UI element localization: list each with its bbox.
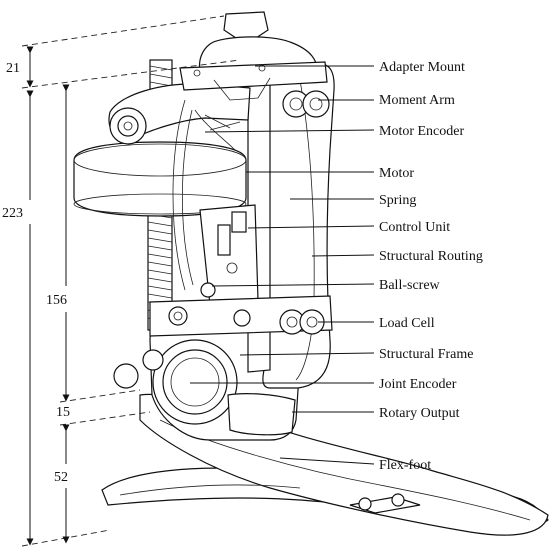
load-cell-shape bbox=[149, 282, 333, 337]
label-motor: Motor bbox=[379, 166, 414, 181]
dim-label-21: 21 bbox=[6, 61, 20, 76]
label-spring: Spring bbox=[379, 193, 416, 208]
dim-label-156: 156 bbox=[46, 293, 67, 308]
leader-control-unit bbox=[247, 225, 375, 229]
dimension-lines: 21 223 156 15 52 bbox=[2, 15, 241, 547]
leader-flex-foot bbox=[279, 457, 375, 465]
dim-label-52: 52 bbox=[54, 470, 68, 485]
leader-structural-frame bbox=[239, 352, 375, 356]
ref-line-top bbox=[21, 15, 225, 47]
ref-line-foot-top bbox=[59, 411, 151, 426]
adapter-mount-shape bbox=[179, 11, 328, 101]
label-motor-encoder: Motor Encoder bbox=[379, 124, 464, 139]
moment-arm-shape bbox=[108, 83, 330, 151]
label-adapter-mount: Adapter Mount bbox=[379, 60, 465, 75]
label-structural-routing: Structural Routing bbox=[379, 249, 483, 264]
control-unit-shape bbox=[172, 99, 259, 306]
part-labels: Adapter Mount Moment Arm Motor Encoder M… bbox=[379, 60, 483, 473]
device-drawing bbox=[73, 11, 549, 536]
label-joint-encoder: Joint Encoder bbox=[379, 377, 457, 392]
label-ball-screw: Ball-screw bbox=[379, 278, 441, 293]
label-structural-frame: Structural Frame bbox=[379, 347, 473, 362]
label-load-cell: Load Cell bbox=[379, 316, 435, 331]
ref-line-actuator-bottom bbox=[59, 389, 141, 403]
dim-label-223: 223 bbox=[2, 206, 23, 221]
leader-lines bbox=[190, 65, 375, 465]
dim-label-15: 15 bbox=[56, 405, 70, 420]
motor-shape bbox=[73, 141, 247, 217]
leader-ball-screw bbox=[211, 283, 375, 287]
leader-structural-routing bbox=[311, 254, 375, 257]
label-flex-foot: Flex-foot bbox=[379, 458, 431, 473]
label-control-unit: Control Unit bbox=[379, 220, 450, 235]
label-rotary-output: Rotary Output bbox=[379, 406, 460, 421]
label-moment-arm: Moment Arm bbox=[379, 93, 455, 108]
ref-line-adapter bbox=[21, 59, 241, 89]
leader-motor-encoder bbox=[204, 129, 375, 133]
